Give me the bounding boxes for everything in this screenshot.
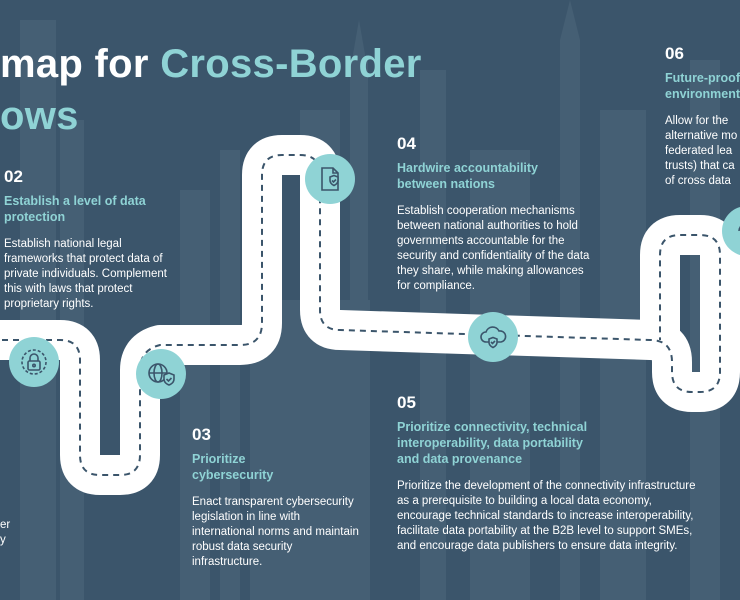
step-body: Establish national legal frameworks that… xyxy=(4,238,167,310)
cloud-shield-icon xyxy=(468,312,518,362)
step-04: 04 Hardwire accountability between natio… xyxy=(397,134,597,294)
cutoff-line: y xyxy=(0,534,6,546)
step-body: Allow for the alternative mo federated l… xyxy=(665,115,738,187)
title-prefix: map for xyxy=(0,42,161,86)
step-03: 03 Prioritize cybersecurity Enact transp… xyxy=(192,425,362,570)
globe-shield-icon xyxy=(136,349,186,399)
title-line2: ows xyxy=(0,94,79,138)
step-heading: Hardwire accountability between nations xyxy=(397,161,539,191)
cutoff-line: er xyxy=(0,519,11,531)
step-heading: Establish a level of data protection xyxy=(4,194,146,224)
step-02: 02 Establish a level of data protection … xyxy=(4,167,184,312)
step-heading: Prioritize connectivity, technical inter… xyxy=(397,420,588,466)
step-number: 05 xyxy=(397,393,416,412)
step-heading: Prioritize cybersecurity xyxy=(192,452,274,482)
step-body: Enact transparent cybersecurity legislat… xyxy=(192,496,359,568)
step-body: Establish cooperation mechanisms between… xyxy=(397,205,590,292)
step-number: 02 xyxy=(4,167,23,186)
step-number: 04 xyxy=(397,134,416,153)
step-05: 05 Prioritize connectivity, technical in… xyxy=(397,393,697,554)
page-title: map for Cross-Border ows xyxy=(0,38,422,142)
refresh-icon xyxy=(722,206,740,256)
step-number: 03 xyxy=(192,425,211,444)
document-shield-icon xyxy=(305,154,355,204)
step-06: 06 Future-proof environment Allow for th… xyxy=(665,44,740,189)
title-accent: Cross-Border xyxy=(160,42,422,86)
padlock-icon xyxy=(9,337,59,387)
step-heading: Future-proof environment xyxy=(665,71,740,101)
step-number: 06 xyxy=(665,44,684,63)
step-body: Prioritize the development of the connec… xyxy=(397,480,696,552)
cutoff-text: er y xyxy=(0,518,10,548)
